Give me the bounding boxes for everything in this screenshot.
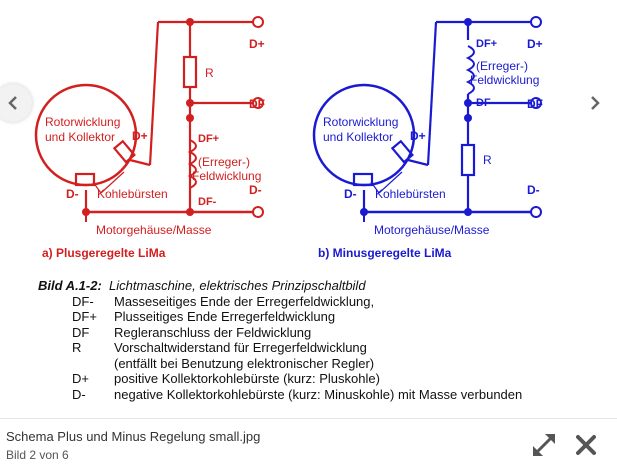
right-resistor-label: R [483,153,492,167]
legend-key: DF [72,324,90,340]
left-caption: a) Plusgeregelte LiMa [42,246,166,260]
legend-key [38,356,112,372]
right-rotor-line2: und Kollektor [323,130,393,144]
left-term-df: DF [249,97,265,111]
right-nodes [360,18,472,222]
right-rotor-line1: Rotorwicklung [323,115,398,129]
close-icon [576,435,596,455]
left-rotor-line1: Rotorwicklung [45,115,120,129]
left-term-dplus: D+ [249,37,265,51]
right-term-dminus: D- [527,183,540,197]
right-terminals [530,16,542,218]
legend-row: (entfällt bei Benutzung elektronischer R… [38,356,522,372]
right-brushes: Kohlebürsten [375,187,446,201]
left-ground: Motorgehäuse/Masse [96,223,212,237]
legend-key: D+ [72,371,89,386]
schematic-diagram: Rotorwicklung und Kollektor D+ D- Kohleb… [34,16,543,260]
legend-value: negative Kollektorkohlebürste (kurz: Min… [114,386,523,402]
left-rotor-line2: und Kollektor [45,130,115,144]
expand-icon [532,433,556,457]
left-brushes: Kohlebürsten [97,187,168,201]
left-resistor-label: R [205,66,214,80]
legend-row: DF+ Plusseitiges Ende Erregerfeldwicklung [38,309,522,325]
legend-row: D+ positive Kollektorkohlebürste (kurz: P… [38,371,522,387]
legend-value: Vorschaltwiderstand für Erregerfeldwickl… [114,340,367,355]
legend-key: R [72,340,82,355]
right-term-df: DF [527,97,543,111]
right-field-line1: (Erreger-) [476,59,528,73]
caption-title: Bild A.1-2: Lichtmaschine, elektrisches … [38,278,522,294]
legend-row: DF- Masseseitiges Ende der Erregerfeldwic… [38,294,522,310]
legend-value: Masseseitiges Ende der Erregerfeldwicklu… [114,293,375,309]
right-dfminus: DF- [476,97,495,109]
legend-value: Regleranschluss der Feldwicklung [114,324,312,340]
next-image-button[interactable] [576,84,614,122]
chevron-left-icon [8,96,17,110]
image-counter: Bild 2 von 6 [6,448,69,462]
previous-image-button[interactable] [0,84,32,122]
left-term-dminus: D- [249,183,262,197]
legend-key: DF- [72,293,94,309]
right-caption: b) Minusgeregelte LiMa [318,246,452,260]
left-terminals [252,16,264,218]
legend-value: Plusseitiges Ende Erregerfeldwicklung [114,309,336,324]
right-circuit [312,20,532,214]
viewer-footer: Schema Plus und Minus Regelung small.jpg… [0,418,617,476]
left-dfplus: DF+ [198,133,219,145]
image-file-title: Schema Plus und Minus Regelung small.jpg [6,429,261,444]
left-field-line2: Feldwicklung [192,169,261,183]
image-area: Rotorwicklung und Kollektor D+ D- Kohleb… [0,16,614,402]
left-labels: Rotorwicklung und Kollektor D+ D- Kohleb… [42,37,265,260]
left-dminus-rotor: D- [66,187,79,201]
caption-title-text: Lichtmaschine, elektrisches Prinzipschal… [109,278,366,293]
right-dplus-rotor: D+ [410,129,426,143]
left-nodes [82,18,194,222]
left-circuit [34,20,254,214]
legend-value: positive Kollektorkohlebürste (kurz: Plu… [114,371,380,386]
left-field-line1: (Erreger-) [198,155,250,169]
right-field-line2: Feldwicklung [470,73,539,87]
figure-caption: Bild A.1-2: Lichtmaschine, elektrisches … [38,278,522,402]
chevron-right-icon [591,96,600,110]
legend-key: D- [72,386,86,402]
legend-row: R Vorschaltwiderstand für Erregerfeldwick… [38,340,522,356]
right-term-dplus: D+ [527,37,543,51]
right-ground: Motorgehäuse/Masse [374,223,490,237]
right-labels: Rotorwicklung und Kollektor D+ D- Kohleb… [318,37,543,260]
legend-row: DF Regleranschluss der Feldwicklung [38,325,522,341]
legend-row: D-negative Kollektorkohlebürste (kurz: M… [38,387,522,403]
legend-value: (entfällt bei Benutzung elektronischer R… [114,355,375,371]
close-button[interactable] [570,429,602,461]
left-dfminus: DF- [198,196,217,208]
legend-key: DF+ [72,309,97,324]
left-dplus-rotor: D+ [132,129,148,143]
right-dminus-rotor: D- [344,187,357,201]
right-dfplus: DF+ [476,38,497,50]
caption-title-bold: Bild A.1-2: [38,278,102,293]
expand-button[interactable] [528,429,560,461]
